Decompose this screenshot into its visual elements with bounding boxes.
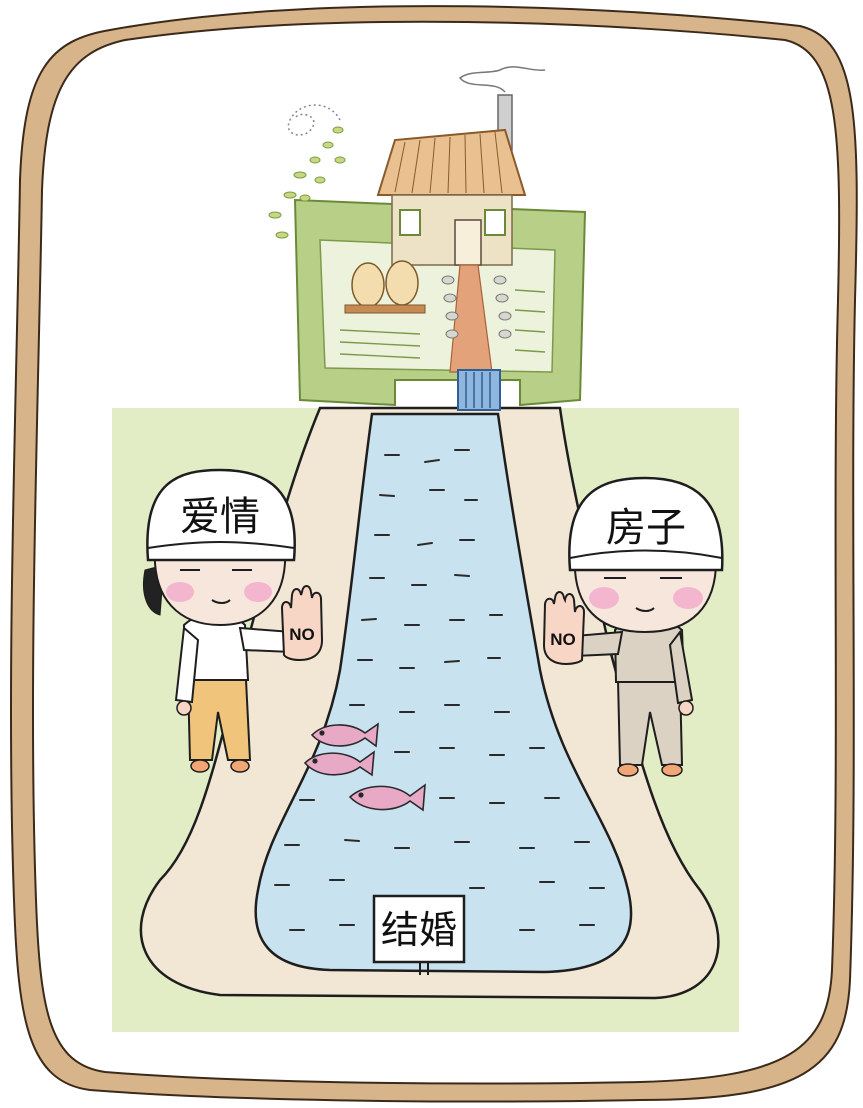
left-mouth: [211, 599, 231, 604]
right-foot-r: [661, 763, 683, 777]
right-cap: [568, 476, 724, 572]
leaf-trail: [268, 126, 346, 239]
house-door: [454, 219, 482, 266]
left-cheek-l: [166, 582, 194, 602]
left-hand-small: [176, 700, 192, 716]
fish-group: [303, 722, 426, 812]
water-ripples: [274, 449, 605, 931]
sign-text: 结婚: [381, 908, 457, 952]
left-figure-love: NO 爱情: [143, 468, 324, 773]
left-cap-text: 爱情: [180, 494, 260, 540]
left-pants: [186, 679, 252, 761]
left-foot-l: [190, 759, 210, 773]
left-foot-r: [230, 759, 250, 773]
garden-gate: [457, 369, 501, 411]
garden-rows: [339, 289, 546, 359]
roof-thatch: [394, 131, 503, 194]
right-face: [573, 554, 718, 634]
house-window-right: [484, 209, 506, 236]
garden-bench: [344, 304, 426, 314]
left-palm-text: NO: [289, 625, 315, 644]
right-cheek-r: [673, 587, 703, 609]
left-palm: [280, 585, 324, 662]
sign-board: [372, 894, 466, 964]
left-arm-left: [174, 626, 200, 704]
left-cap-brim: [147, 541, 295, 549]
right-cap-brim: [569, 549, 723, 559]
fish-1: [310, 722, 379, 748]
right-cap-text: 房子: [606, 505, 686, 551]
sign-post: 结婚: [372, 894, 466, 975]
left-cap: [146, 468, 296, 562]
fish-3: [348, 783, 426, 812]
right-figure-house: NO 房子: [542, 476, 724, 777]
roof: [376, 128, 527, 196]
right-mouth: [635, 607, 655, 612]
left-face: [153, 547, 287, 627]
house-window-left: [399, 209, 421, 236]
right-cheek-l: [589, 587, 619, 609]
right-hand-small: [678, 700, 694, 716]
right-palm: [542, 591, 586, 666]
left-cheek-r: [244, 582, 272, 602]
right-foot-l: [617, 763, 639, 777]
fish-2: [303, 750, 375, 777]
gate-bars: [465, 372, 491, 408]
river: [254, 412, 633, 974]
stepping-stones: [441, 275, 512, 339]
cottage: [268, 66, 587, 411]
chimney-smoke: [458, 66, 546, 93]
right-arm-right: [668, 629, 694, 705]
right-palm-text: NO: [550, 630, 576, 649]
